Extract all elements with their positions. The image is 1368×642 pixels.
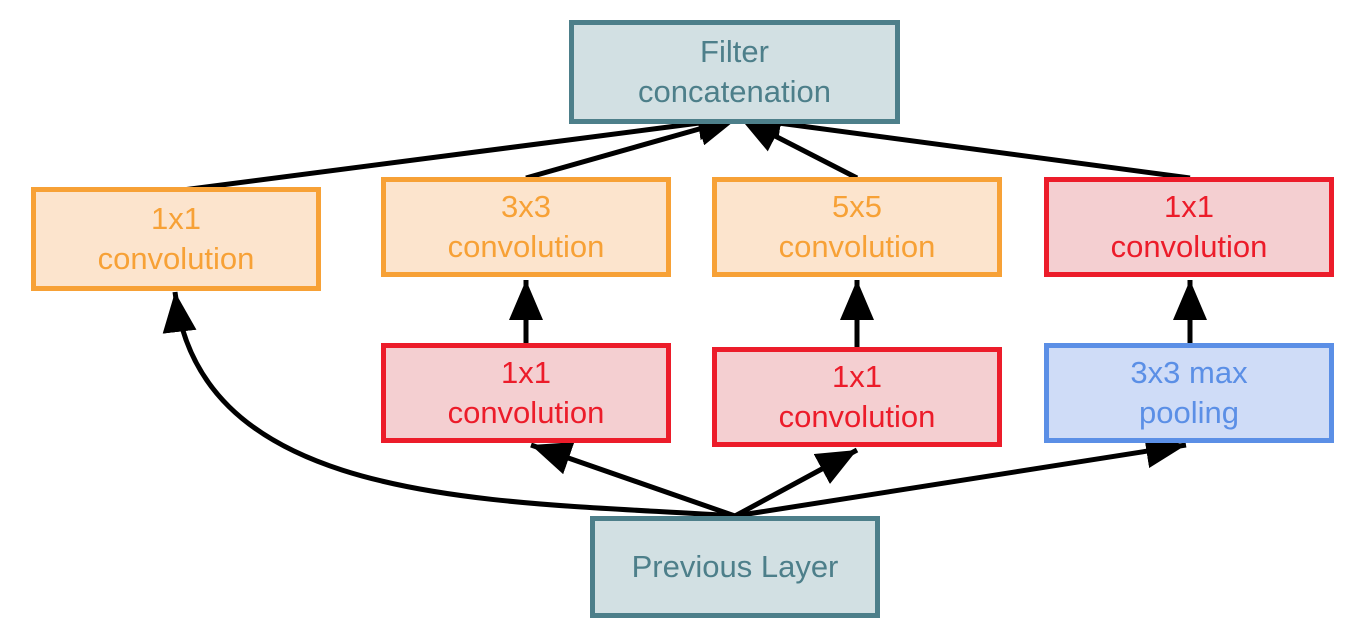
conv-1x1-pool-proj-box: 1x1 convolution — [1044, 177, 1334, 277]
box-label-line1: 1x1 — [501, 355, 551, 390]
conv-1x1-reduce-3x3-box: 1x1 convolution — [381, 343, 671, 443]
arrow-prev-to-reduce3 — [530, 442, 736, 519]
conv-5x5-box: 5x5 convolution — [712, 177, 1002, 277]
filter-concatenation-box: Filter concatenation — [569, 20, 900, 124]
box-label: Previous Layer — [631, 549, 839, 584]
box-label-line1: 3x3 max — [1130, 355, 1248, 390]
arrow-prev-to-conv1x1 — [162, 291, 736, 519]
box-label-line2: convolution — [1110, 229, 1268, 264]
box-label-line2: convolution — [778, 399, 936, 434]
box-label-line2: convolution — [447, 229, 605, 264]
box-label-line1: 1x1 — [151, 201, 201, 236]
box-label-line2: pooling — [1139, 395, 1239, 430]
box-label-line1: 1x1 — [1164, 189, 1214, 224]
arrow-prev-to-reduce5 — [733, 447, 859, 519]
box-label-line2: concatenation — [637, 74, 832, 109]
box-label-line1: 5x5 — [832, 189, 882, 224]
arrow-prev-to-pool — [734, 434, 1187, 519]
box-label-line2: convolution — [778, 229, 936, 264]
max-pooling-box: 3x3 max pooling — [1044, 343, 1334, 443]
box-label-line1: Filter — [700, 34, 769, 69]
box-label-line2: convolution — [447, 395, 605, 430]
previous-layer-box: Previous Layer — [590, 516, 880, 618]
conv-3x3-box: 3x3 convolution — [381, 177, 671, 277]
box-label-line2: convolution — [97, 241, 255, 276]
conv-1x1-box: 1x1 convolution — [31, 187, 321, 291]
conv-1x1-reduce-5x5-box: 1x1 convolution — [712, 347, 1002, 447]
box-label-line1: 1x1 — [832, 359, 882, 394]
arrow-conv1x1-right-to-concat — [740, 106, 1191, 181]
arrow-conv1x1-to-concat — [174, 106, 739, 194]
box-label-line1: 3x3 — [501, 189, 551, 224]
arrow-conv3x3-to-concat — [525, 112, 739, 181]
